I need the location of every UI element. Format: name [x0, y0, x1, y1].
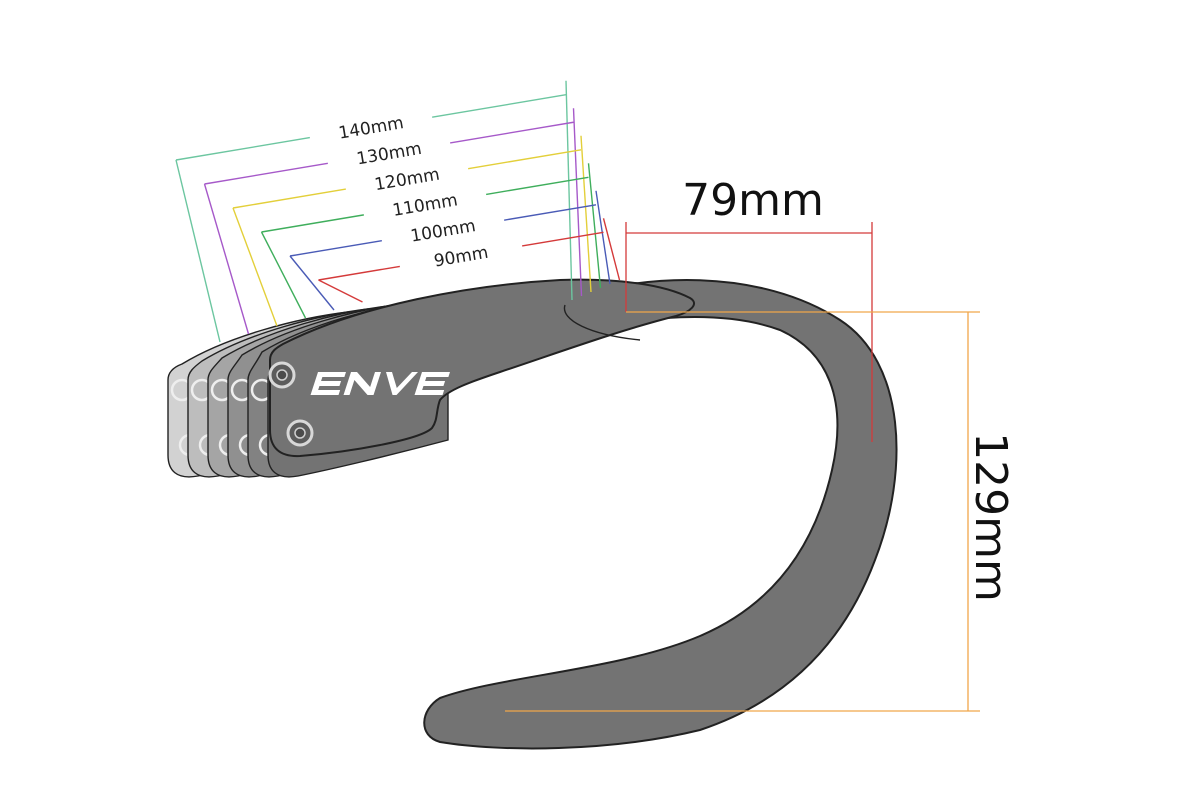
dim-line-right: [468, 149, 582, 170]
dim-line-left: [204, 162, 328, 185]
dim-line-right: [486, 176, 589, 196]
reach-label: 79mm: [682, 175, 824, 226]
stem-length-label: 100mm: [409, 216, 477, 247]
dim-tick-right: [572, 108, 583, 297]
dim-tick-right: [587, 163, 602, 289]
dim-tick-right: [580, 135, 592, 293]
dim-line-right: [450, 121, 574, 144]
dim-line-right: [522, 231, 604, 247]
stem-bolts: [268, 361, 314, 447]
drop-label: 129mm: [965, 432, 1016, 602]
dim-tick-right: [565, 80, 573, 301]
handlebar-ramp-crease: [563, 304, 641, 341]
dim-tick-left: [232, 207, 278, 327]
dim-line-left: [318, 265, 400, 281]
dim-line-left: [232, 188, 346, 209]
reach-dimension: 79mm: [625, 175, 873, 442]
dim-tick-right: [602, 218, 621, 281]
bolt-lower: [286, 419, 314, 447]
dim-line-right: [432, 94, 567, 118]
handlebar-top: [269, 278, 695, 458]
dim-tick-right: [595, 190, 611, 285]
dim-line-right: [504, 204, 597, 221]
dim-tick-left: [289, 255, 335, 311]
stem-length-label: 140mm: [337, 113, 405, 144]
handlebar-drop: [423, 279, 898, 750]
stem-length-label: 120mm: [373, 165, 441, 196]
dim-tick-left: [318, 279, 363, 303]
dim-tick-left: [203, 183, 250, 335]
dim-line-left: [261, 214, 364, 233]
dim-line-left: [289, 239, 382, 257]
stem-length-label: 110mm: [391, 190, 459, 221]
dim-line-left: [175, 136, 310, 161]
stem-length-label: 130mm: [355, 139, 423, 170]
stem-length-label: 90mm: [433, 243, 490, 272]
dim-tick-left: [260, 231, 307, 319]
dim-tick-left: [175, 159, 221, 343]
drop-dimension: 129mm: [505, 311, 1016, 712]
bolt-upper: [268, 361, 296, 389]
enve-logo: [310, 372, 450, 395]
handlebar: [269, 278, 898, 750]
